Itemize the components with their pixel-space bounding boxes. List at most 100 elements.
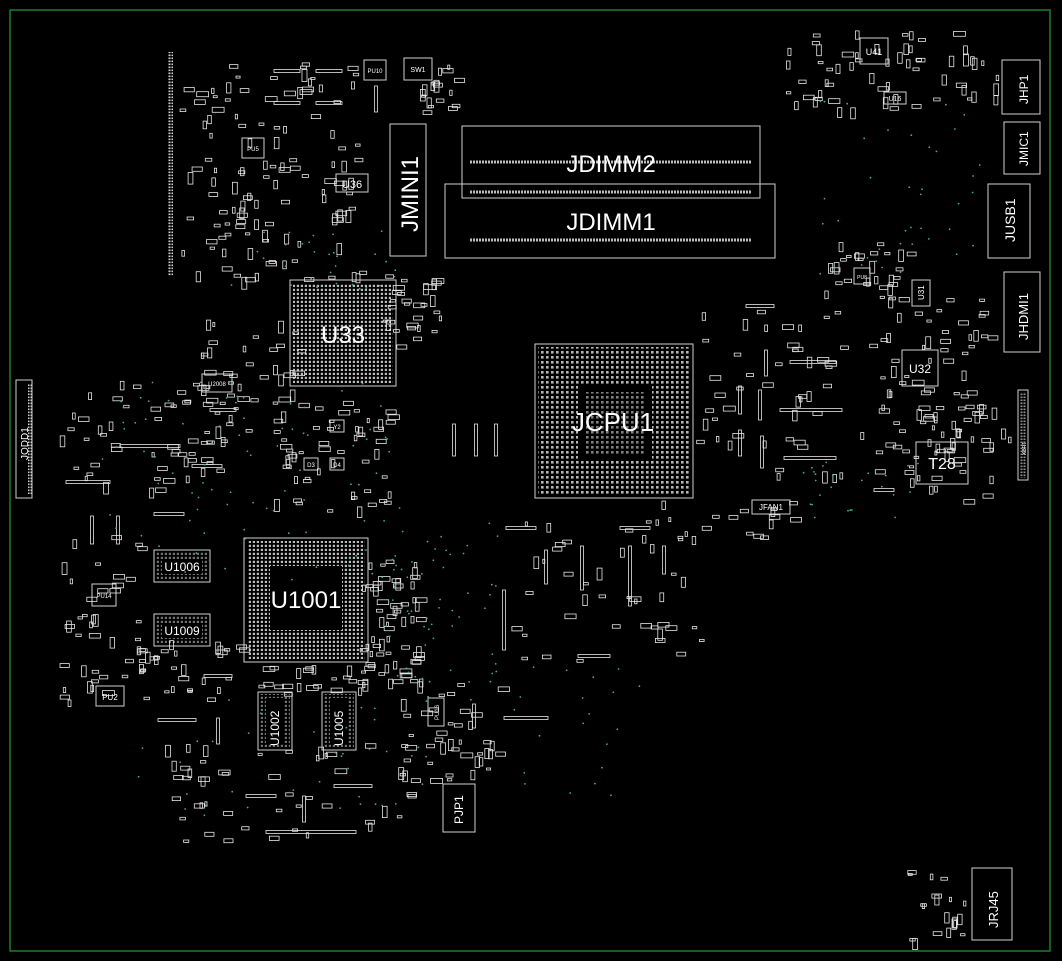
passive-part	[170, 452, 179, 457]
passive-part	[179, 108, 187, 112]
d4-diode[interactable]: D4	[329, 457, 345, 471]
pu2-label: PU2	[102, 693, 118, 702]
passive-part	[888, 391, 893, 398]
pu14-chip[interactable]: PU14	[91, 583, 117, 607]
via	[617, 668, 620, 670]
u1001-chip[interactable]: U1001	[243, 537, 369, 663]
via	[184, 808, 187, 810]
passive-part	[197, 776, 210, 782]
passive-part	[786, 91, 792, 95]
via	[143, 450, 145, 453]
u2008-chip[interactable]: U2008	[201, 373, 233, 393]
jmini1-connector[interactable]: JMINI1	[389, 123, 427, 257]
via	[302, 432, 305, 435]
trace-segment	[503, 716, 549, 720]
passive-part	[301, 86, 314, 93]
jdimm1-connector[interactable]: JDIMM1	[444, 183, 776, 259]
passive-part	[111, 582, 124, 589]
passive-part	[89, 621, 93, 629]
passive-part	[355, 273, 361, 284]
pu2-chip[interactable]: PU2	[95, 685, 125, 707]
via	[291, 578, 293, 581]
via	[414, 606, 417, 608]
passive-part	[265, 261, 278, 267]
jodd1-connector[interactable]: JODD1	[15, 379, 33, 499]
passive-part	[238, 123, 247, 128]
passive-part	[875, 450, 884, 455]
passive-part	[525, 591, 534, 596]
pu5-chip[interactable]: PU5	[241, 137, 265, 159]
xbrt-connector[interactable]: XBRT	[1017, 389, 1029, 481]
u41-chip[interactable]: U41	[859, 37, 889, 65]
passive-part	[215, 426, 222, 439]
via	[398, 507, 401, 509]
via	[935, 150, 938, 153]
trace-segment	[153, 512, 185, 516]
u32-chip[interactable]: U32	[901, 349, 939, 387]
passive-part	[803, 94, 815, 101]
via	[823, 197, 826, 200]
passive-part	[366, 417, 370, 424]
passive-part	[554, 542, 566, 548]
trace-segment	[745, 304, 775, 308]
passive-part	[958, 320, 969, 326]
passive-part	[891, 358, 900, 363]
passive-part	[378, 419, 384, 430]
passive-part	[187, 172, 194, 185]
pu10-chip[interactable]: PU10	[363, 59, 387, 81]
u31-chip[interactable]: U31	[911, 279, 931, 307]
passive-part	[196, 91, 209, 98]
passive-part	[677, 535, 684, 539]
pjp1-connector[interactable]: PJP1	[442, 783, 476, 833]
passive-part	[828, 98, 841, 104]
jdimm2-connector[interactable]: JDIMM2	[461, 125, 761, 199]
passive-part	[264, 96, 278, 102]
via	[428, 680, 431, 683]
u1002-chip[interactable]: U1002	[257, 691, 293, 751]
passive-part	[234, 113, 238, 120]
passive-part	[353, 434, 358, 442]
u33-chip[interactable]: U33	[289, 279, 397, 387]
passive-part	[154, 477, 161, 481]
passive-part	[457, 683, 465, 687]
passive-part	[888, 297, 894, 309]
u1005-chip[interactable]: U1005	[321, 691, 357, 751]
passive-part	[208, 340, 218, 345]
jhdmi1-connector[interactable]: JHDMI1	[1003, 271, 1041, 353]
passive-part	[379, 617, 385, 628]
y2-crystal[interactable]: Y2	[329, 419, 345, 433]
d3-diode[interactable]: D3	[303, 457, 319, 471]
jmic1-connector[interactable]: JMIC1	[1003, 121, 1041, 175]
via	[394, 555, 397, 557]
passive-part	[278, 396, 292, 403]
via	[814, 473, 817, 476]
jhp1-connector[interactable]: JHP1	[1001, 59, 1041, 115]
passive-part	[893, 276, 901, 280]
trace-segment	[116, 515, 120, 545]
sw1-switch[interactable]: SW1	[403, 57, 433, 81]
passive-part	[830, 267, 841, 273]
via	[581, 697, 584, 699]
jusb1-connector[interactable]: JUSB1	[987, 183, 1031, 259]
passive-part	[817, 357, 830, 363]
passive-part	[1008, 436, 1012, 444]
pu8-chip[interactable]: PU8	[853, 267, 871, 285]
via	[340, 755, 343, 758]
via	[243, 417, 245, 420]
passive-part	[391, 290, 402, 295]
via	[907, 464, 909, 467]
via	[290, 284, 292, 286]
jrj45-connector[interactable]: JRJ45	[971, 867, 1013, 941]
passive-part	[396, 815, 403, 819]
u1006-chip[interactable]: U1006	[153, 549, 211, 583]
trace-segment	[315, 69, 343, 73]
u1009-chip[interactable]: U1009	[153, 613, 211, 647]
passive-part	[381, 475, 388, 479]
passive-part	[906, 59, 911, 69]
via	[363, 520, 366, 522]
jcpu1-socket[interactable]: JCPU1	[534, 343, 694, 499]
passive-part	[917, 475, 921, 482]
passive-part	[298, 451, 304, 455]
passive-part	[171, 760, 177, 772]
d4-label: D4	[333, 463, 341, 469]
